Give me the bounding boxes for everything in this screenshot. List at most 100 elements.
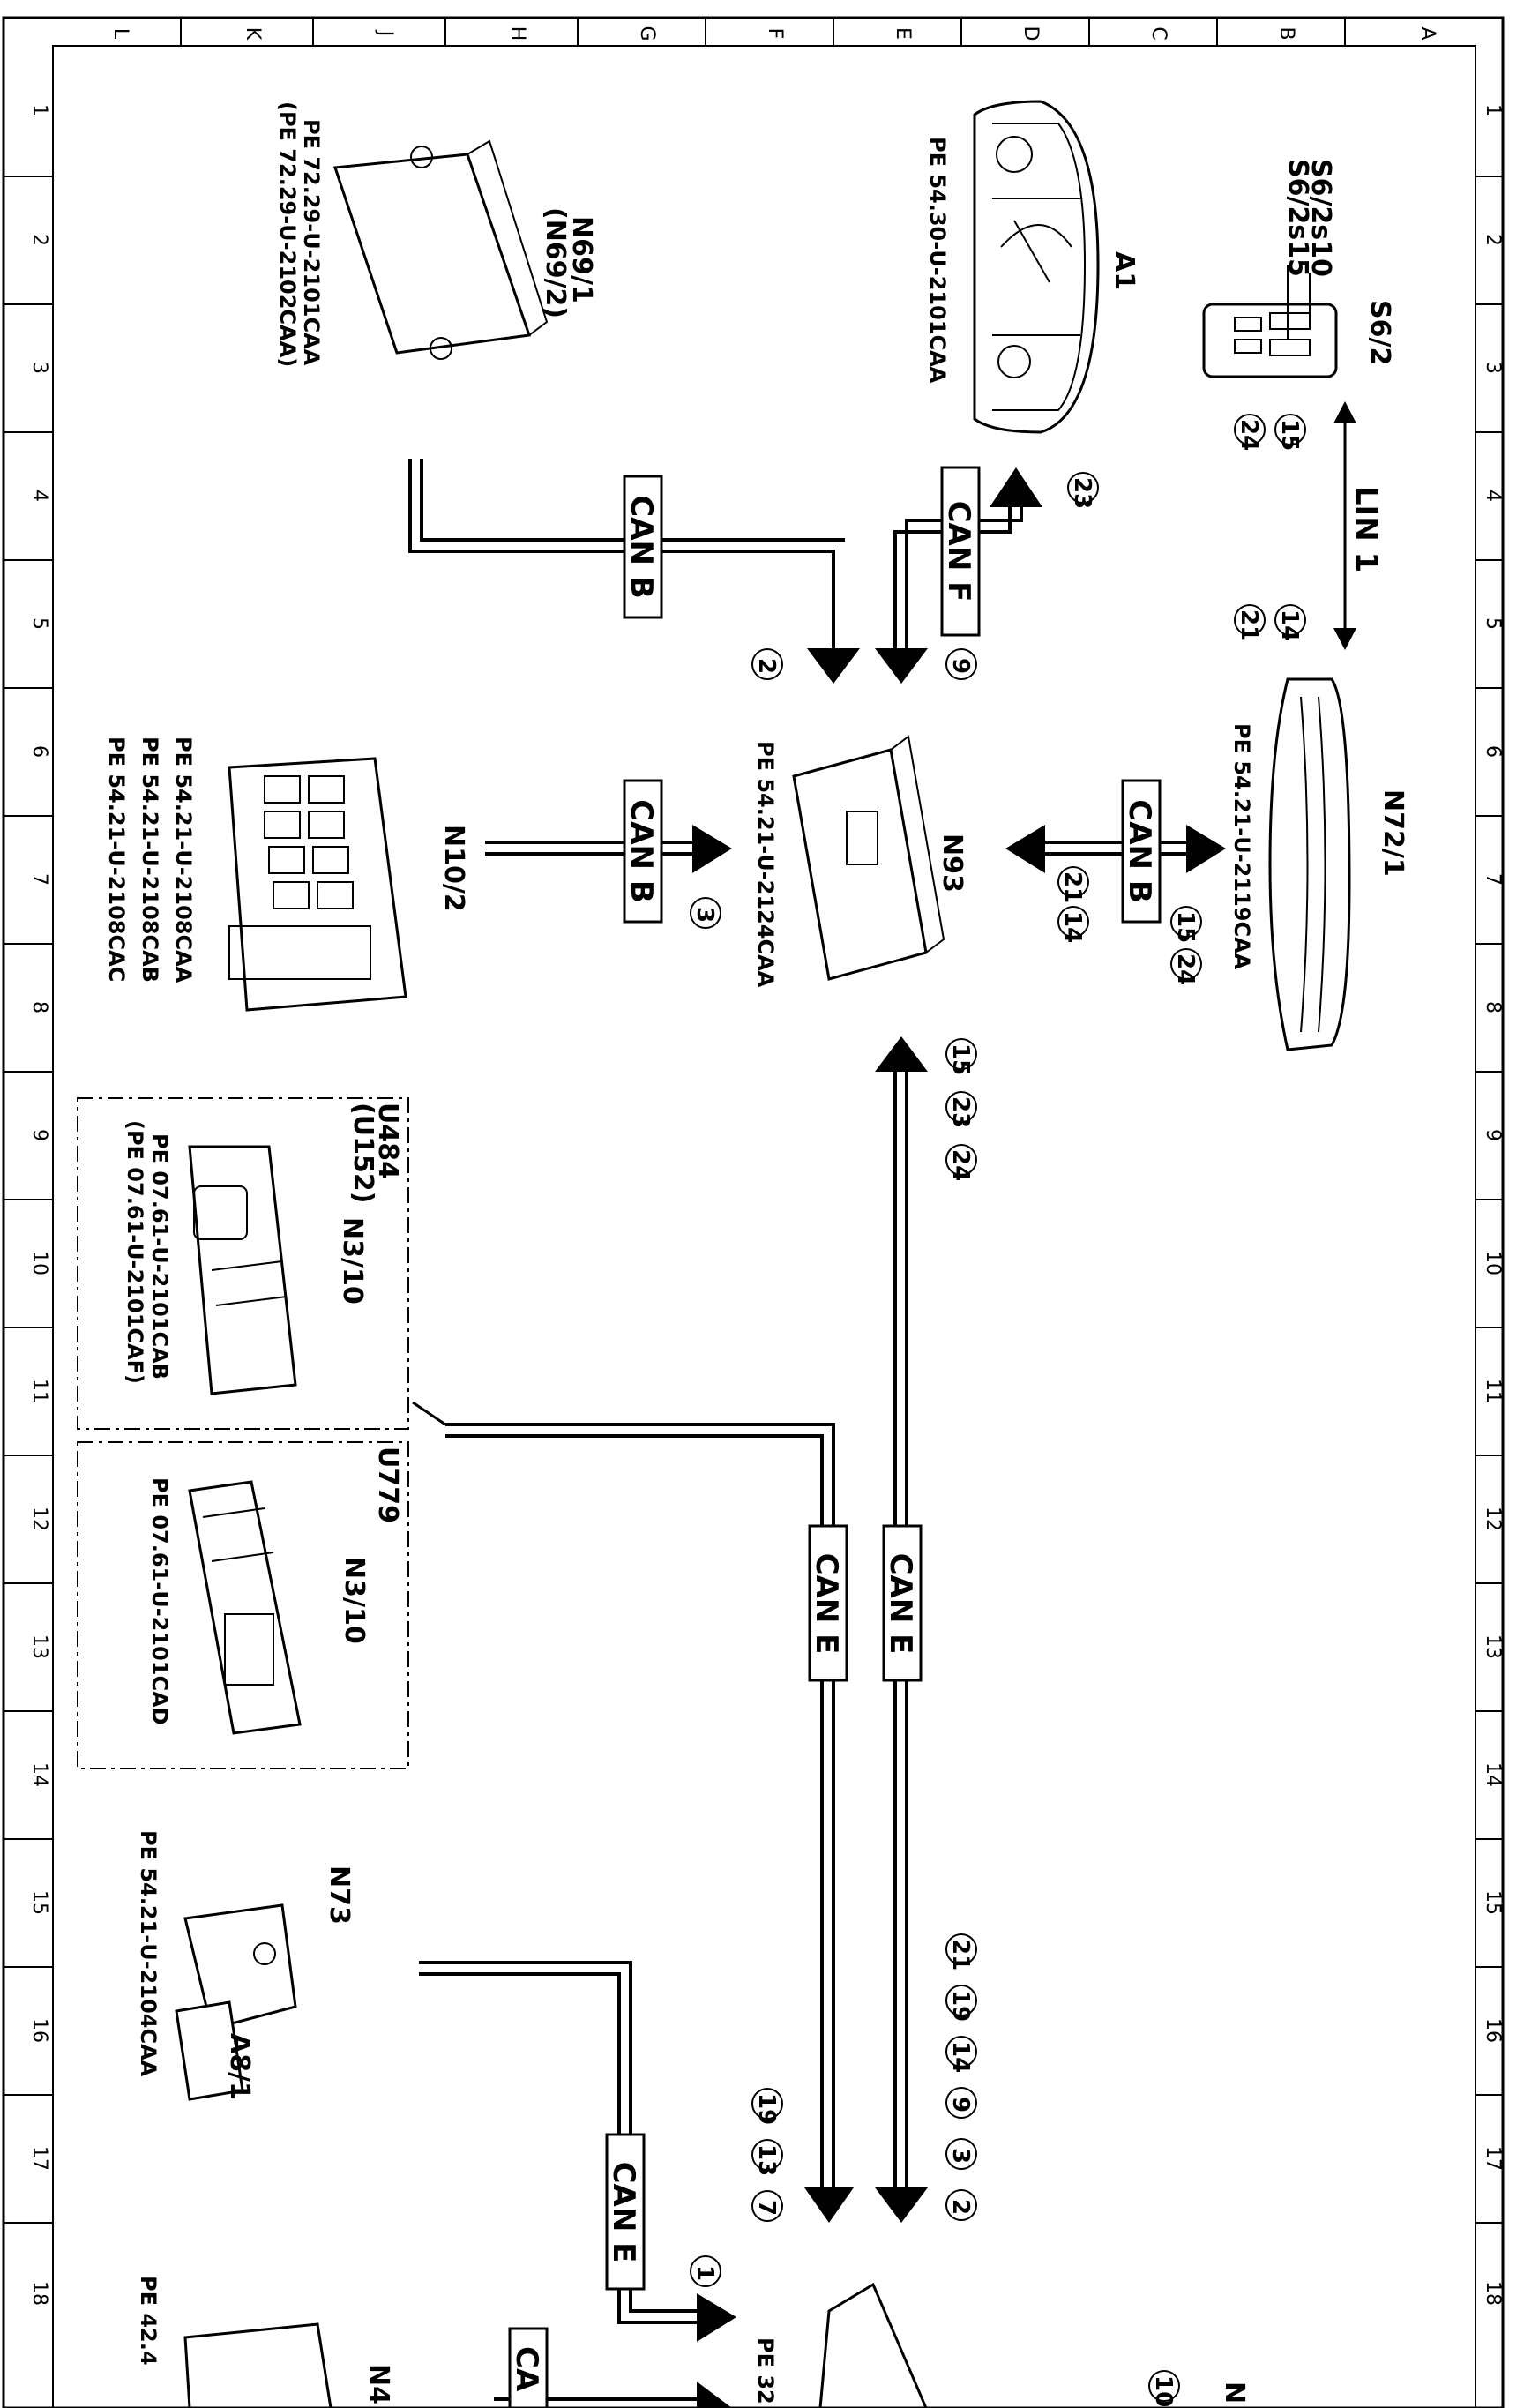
n73-ignition-switch-icon	[175, 1903, 297, 2101]
label-n69-2: (N69/2)	[540, 207, 571, 318]
bus-label-can-partial: CA	[508, 2327, 549, 2408]
arrow-can-b-n72-right	[1186, 825, 1226, 873]
label-a1: A1	[1109, 251, 1139, 290]
label-u152: (U152)	[347, 1103, 378, 1203]
bus-label-can-b-right-text: CAN B	[1122, 799, 1157, 902]
label-u779: U779	[372, 1447, 403, 1523]
row-numbers-right: 1 2 3 4 5 6 7 8 9 10 11 12 13 14 15 16 1…	[1482, 104, 1504, 2306]
row-1-right: 1	[1482, 104, 1504, 116]
pe-n3-10-a2: (PE 07.61-U-2101CAF)	[123, 1120, 147, 1384]
inner-frame	[52, 45, 1476, 2408]
label-s6-2: S6/2	[1364, 300, 1395, 365]
ref-circles: 23 9 2 3 15 24 14 21 14 21 15 24 15 23 2…	[690, 414, 1306, 2407]
bus-label-can-b-right: CAN B	[1121, 779, 1162, 924]
row-16-right: 16	[1482, 2018, 1504, 2043]
bus-label-can-f-text: CAN F	[941, 501, 976, 602]
wire-can-e-n3	[445, 1423, 835, 2187]
row-18-left: 18	[28, 2281, 50, 2306]
ref-n93-left-21: 21	[1059, 871, 1086, 903]
bus-label-can-b-mid-text: CAN B	[624, 799, 659, 902]
row-ticks	[4, 176, 1503, 2224]
label-n3-10-b: N3/10	[339, 1557, 370, 1644]
pe-n72-1: PE 54.21-U-2119CAA	[1229, 723, 1254, 970]
pe-n93: PE 54.21-U-2124CAA	[753, 741, 778, 988]
row-1-left: 1	[28, 104, 50, 116]
row-9-right: 9	[1482, 1129, 1504, 1141]
ref-can-e-right-14: 14	[947, 2041, 974, 2073]
ref-n93-left-14: 14	[1059, 911, 1086, 943]
row-14-right: 14	[1482, 1762, 1504, 1787]
row-14-left: 14	[28, 1762, 50, 1787]
row-16-left: 16	[28, 2018, 50, 2043]
ref-can-e-left-13: 13	[753, 2144, 780, 2176]
label-n4x: N4	[363, 2364, 394, 2404]
bus-label-can-b-top: CAN B	[623, 475, 663, 619]
n3-10-ecu-icon-a	[188, 1145, 297, 1395]
label-s6-2s10: S6/2s10	[1305, 159, 1336, 277]
label-a8-1: A8/1	[224, 2033, 255, 2100]
ref-24-s6: 24	[1236, 419, 1262, 451]
arrow-can-b-n10	[692, 825, 732, 873]
col-J: J	[374, 29, 396, 37]
label-n93: N93	[937, 834, 967, 893]
bus-label-can-e-right: CAN E	[882, 1524, 923, 1682]
row-7-right: 7	[1482, 873, 1504, 886]
n10-2-fusebox-icon	[228, 757, 407, 1012]
row-2-left: 2	[28, 234, 50, 246]
bus-label-can-b-mid: CAN B	[623, 779, 663, 924]
label-n72-1: N72/1	[1378, 789, 1408, 877]
ref-can-e-right-9: 9	[947, 2097, 974, 2113]
row-17-left: 17	[28, 2146, 50, 2171]
pe-n4x: PE 42.4	[136, 2276, 161, 2366]
bus-label-lin1: LIN 1	[1348, 486, 1384, 572]
col-F: F	[764, 28, 786, 40]
label-n73: N73	[324, 1866, 355, 1925]
ref-can-e-top-24: 24	[947, 1149, 974, 1181]
row-6-left: 6	[28, 745, 50, 758]
n3-10-ecu-icon-b	[188, 1480, 302, 1735]
column-ticks	[180, 18, 1346, 46]
arrow-can-b-n72-left	[1005, 825, 1045, 873]
ref-can-e-top-23: 23	[947, 1096, 974, 1128]
row-numbers-left: 1 2 3 4 5 6 7 8 9 10 11 12 13 14 15 16 1…	[28, 104, 50, 2306]
label-n10-2: N10/2	[438, 825, 469, 912]
pe-n69-2: (PE 72.29-U-2102CAA)	[275, 101, 300, 367]
ref-can-e-top-15: 15	[947, 1043, 974, 1075]
s6-2-switch-icon	[1202, 265, 1338, 378]
ref-14-n72: 14	[1276, 609, 1303, 641]
bus-label-can-e-left: CAN E	[808, 1524, 848, 1682]
col-H: H	[506, 26, 528, 41]
wire-can-e-n73-inner	[419, 1972, 697, 2324]
ref-can-e-right-3: 3	[947, 2148, 974, 2164]
bus-label-can-e-left-text: CAN E	[809, 1553, 844, 1655]
row-5-left: 5	[28, 617, 50, 630]
wire-can-e-n3-inner	[445, 1434, 824, 2187]
bottom-partial-module-icon	[818, 2282, 928, 2408]
pe-n73: PE 54.21-U-2104CAA	[136, 1830, 161, 2077]
bus-label-lin1-text: LIN 1	[1348, 486, 1384, 572]
ref-9: 9	[947, 658, 974, 674]
wire-can-b-n69-inner	[420, 459, 845, 542]
row-5-right: 5	[1482, 617, 1504, 630]
col-K: K	[242, 27, 264, 41]
col-A: A	[1416, 26, 1438, 40]
col-C: C	[1147, 26, 1169, 40]
pe-n3-10-b: PE 07.61-U-2101CAD	[147, 1477, 172, 1725]
row-12-right: 12	[1482, 1507, 1504, 1531]
row-6-right: 6	[1482, 745, 1504, 758]
ref-n93-right-24: 24	[1172, 953, 1199, 985]
wire-n3-box-link	[412, 1401, 446, 1426]
col-B: B	[1275, 26, 1297, 40]
label-s6-2s15: S6/2s15	[1282, 159, 1313, 277]
wire-can-b-n69	[408, 459, 835, 648]
ref-21-n72: 21	[1236, 609, 1262, 641]
row-18-right: 18	[1482, 2281, 1504, 2306]
col-G: G	[636, 26, 658, 41]
row-13-left: 13	[28, 1634, 50, 1659]
ref-can-e-left-19: 19	[753, 2093, 780, 2125]
col-E: E	[892, 27, 914, 40]
row-3-left: 3	[28, 362, 50, 374]
ref-can-e-right-19: 19	[947, 1990, 974, 2022]
row-15-right: 15	[1482, 1890, 1504, 1915]
row-10-right: 10	[1482, 1251, 1504, 1275]
